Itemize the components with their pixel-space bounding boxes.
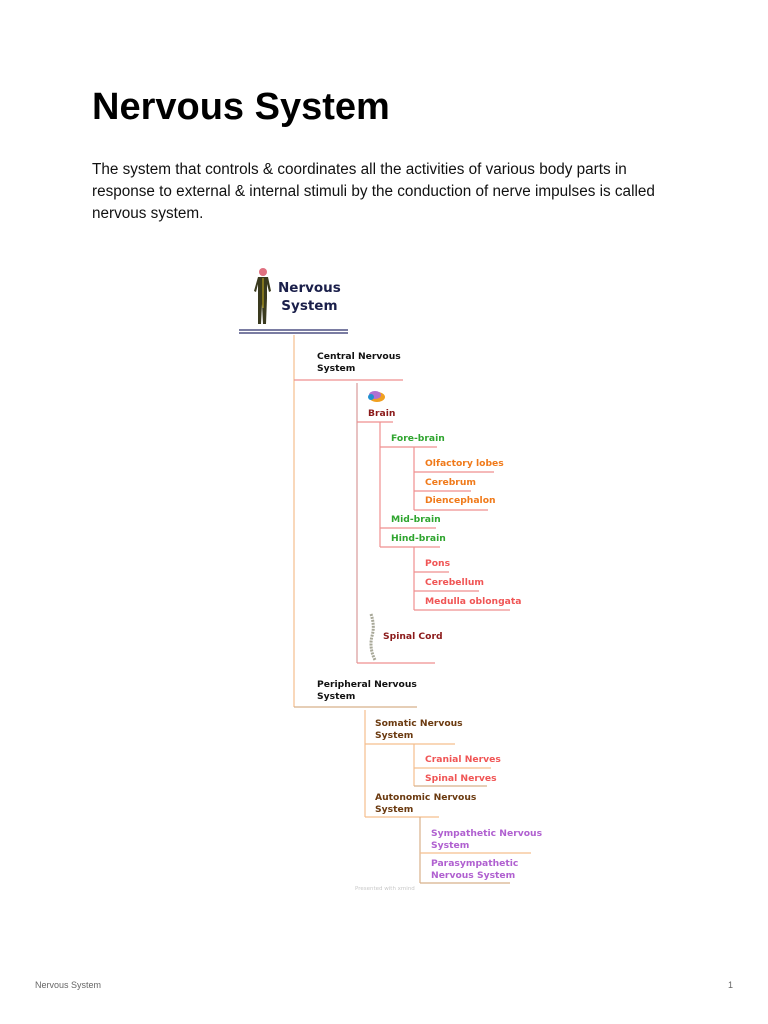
root-node[interactable]: Nervous System: [278, 279, 341, 315]
somatic-line2: System: [375, 730, 414, 741]
human-figure-icon: [254, 268, 271, 324]
page-title: Nervous System: [92, 86, 390, 128]
root-line1: Nervous: [278, 280, 341, 296]
node-hindbrain[interactable]: Hind-brain: [391, 533, 446, 544]
cns-line1: Central Nervous: [317, 351, 401, 362]
node-spinal-cord[interactable]: Spinal Cord: [383, 631, 443, 642]
node-forebrain[interactable]: Fore-brain: [391, 433, 445, 444]
cns-line2: System: [317, 363, 356, 374]
node-parasympathetic[interactable]: Parasympathetic Nervous System: [431, 858, 518, 882]
node-cerebellum[interactable]: Cerebellum: [425, 577, 484, 588]
intro-paragraph: The system that controls & coordinates a…: [92, 161, 655, 222]
page-number: 1: [728, 980, 734, 990]
somatic-line1: Somatic Nervous: [375, 718, 463, 729]
sympathetic-line2: System: [431, 840, 470, 851]
node-diencephalon[interactable]: Diencephalon: [425, 495, 496, 506]
footer-title: Nervous System: [35, 980, 102, 990]
parasympathetic-line1: Parasympathetic: [431, 858, 519, 869]
node-midbrain[interactable]: Mid-brain: [391, 514, 441, 525]
node-pns[interactable]: Peripheral Nervous System: [317, 679, 417, 703]
pns-line1: Peripheral Nervous: [317, 679, 417, 690]
node-cns[interactable]: Central Nervous System: [317, 351, 401, 375]
node-sympathetic[interactable]: Sympathetic Nervous System: [431, 828, 542, 852]
node-medulla[interactable]: Medulla oblongata: [425, 596, 522, 607]
sympathetic-line1: Sympathetic Nervous: [431, 828, 543, 839]
autonomic-line2: System: [375, 804, 414, 815]
node-autonomic[interactable]: Autonomic Nervous System: [375, 792, 476, 816]
node-somatic[interactable]: Somatic Nervous System: [375, 718, 463, 742]
parasympathetic-line2: Nervous System: [431, 870, 516, 881]
root-line2: System: [281, 298, 338, 314]
node-cerebrum[interactable]: Cerebrum: [425, 477, 476, 488]
node-brain[interactable]: Brain: [368, 408, 396, 419]
spine-icon: [369, 613, 377, 661]
node-cranial-nerves[interactable]: Cranial Nerves: [425, 754, 501, 765]
autonomic-line1: Autonomic Nervous: [375, 792, 477, 803]
xmind-watermark: Presented with xmind: [355, 886, 415, 892]
brain-icon: [368, 391, 385, 402]
node-pons[interactable]: Pons: [425, 558, 451, 569]
node-spinal-nerves[interactable]: Spinal Nerves: [425, 773, 497, 784]
pns-line2: System: [317, 691, 356, 702]
node-olfactory[interactable]: Olfactory lobes: [425, 458, 504, 469]
